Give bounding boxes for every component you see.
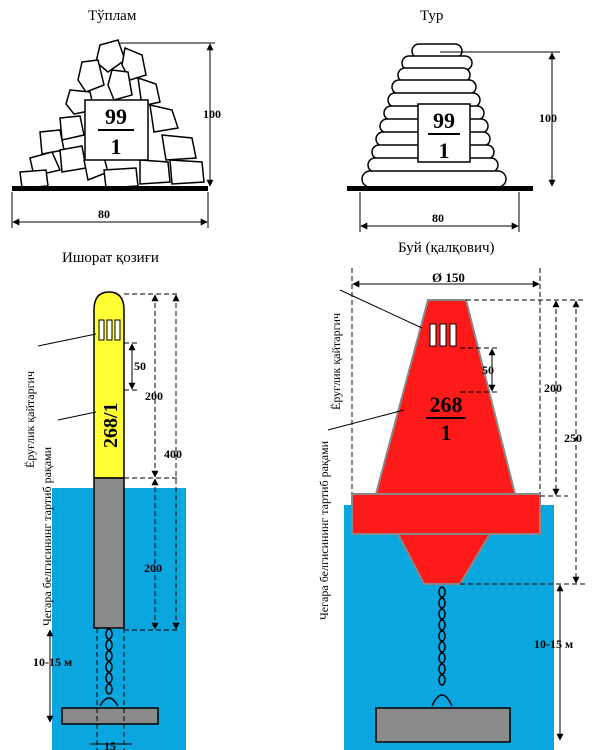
tur-ground	[347, 186, 533, 191]
buoy-reflector	[429, 323, 457, 347]
buoy-figure: Буй (қалқович) Ø 150 268 1	[317, 240, 588, 750]
tur-sign-top: 99	[433, 108, 455, 133]
title-ishorat: Ишорат қозиғи	[62, 250, 159, 266]
pole-label-reflector: Ёруғлик қайтаргич	[23, 371, 37, 468]
pole-leader-reflector	[37, 333, 97, 347]
buoy-leader-reflector	[339, 289, 423, 329]
buoy-diameter-label: Ø 150	[432, 270, 465, 285]
tur-height-label: 100	[539, 111, 557, 125]
buoy-number-top: 268	[430, 392, 463, 417]
tuplam-ground	[12, 186, 208, 191]
tur-figure: Тур 99 1 100 80	[347, 8, 560, 232]
pole-chain	[99, 628, 119, 707]
buoy-leader-number	[327, 409, 405, 431]
buoy-label-reflector: Ёруғлик қайтаргич	[329, 313, 343, 410]
tuplam-sign-top: 99	[105, 104, 127, 129]
tuplam-figure: Тўплам 99 1 100	[11, 8, 221, 228]
title-tuplam: Тўплам	[88, 8, 137, 24]
buoy-chain	[431, 586, 453, 707]
pole-leader-number	[57, 411, 97, 421]
pole-number: 268/1	[100, 402, 122, 448]
pole-grey-part	[93, 477, 125, 629]
title-buy: Буй (қалқович)	[398, 240, 495, 256]
buoy-number-bottom: 1	[441, 420, 452, 445]
pole-reflector	[98, 319, 121, 341]
buoy-body	[351, 493, 541, 535]
tuplam-stones	[19, 39, 205, 189]
buoy-dim-200-label: 200	[544, 381, 562, 395]
tur-sign-bottom: 1	[439, 138, 450, 163]
tuplam-height-label: 100	[203, 107, 221, 121]
pole-dim-200-bottom-label: 200	[144, 561, 162, 575]
pole-dim-400-label: 400	[164, 447, 182, 461]
buoy-label-number: Чегара белгисининг тартиб рақами	[317, 440, 331, 620]
title-tur: Тур	[420, 8, 443, 24]
buoy-anchor	[375, 707, 511, 743]
pole-dim-200-top-label: 200	[145, 389, 163, 403]
pole-label-number: Чегара белгисининг тартиб рақами	[40, 446, 54, 626]
pole-bottom-label: 15	[104, 739, 116, 750]
pole-anchor	[61, 707, 159, 725]
buoy-dim-250-label: 250	[564, 431, 582, 445]
buoy-depth-label: 10-15 м	[534, 637, 573, 651]
tuplam-width-label: 80	[98, 207, 110, 221]
tuplam-sign-bottom: 1	[111, 134, 122, 159]
pole-figure: Ишорат қозиғи 268/1 15	[23, 250, 186, 750]
pole-dim-50-label: 50	[134, 359, 146, 373]
pole-depth-label: 10-15 м	[33, 655, 72, 669]
buoy-dim-50-label: 50	[482, 363, 494, 377]
tur-width-label: 80	[432, 211, 444, 225]
